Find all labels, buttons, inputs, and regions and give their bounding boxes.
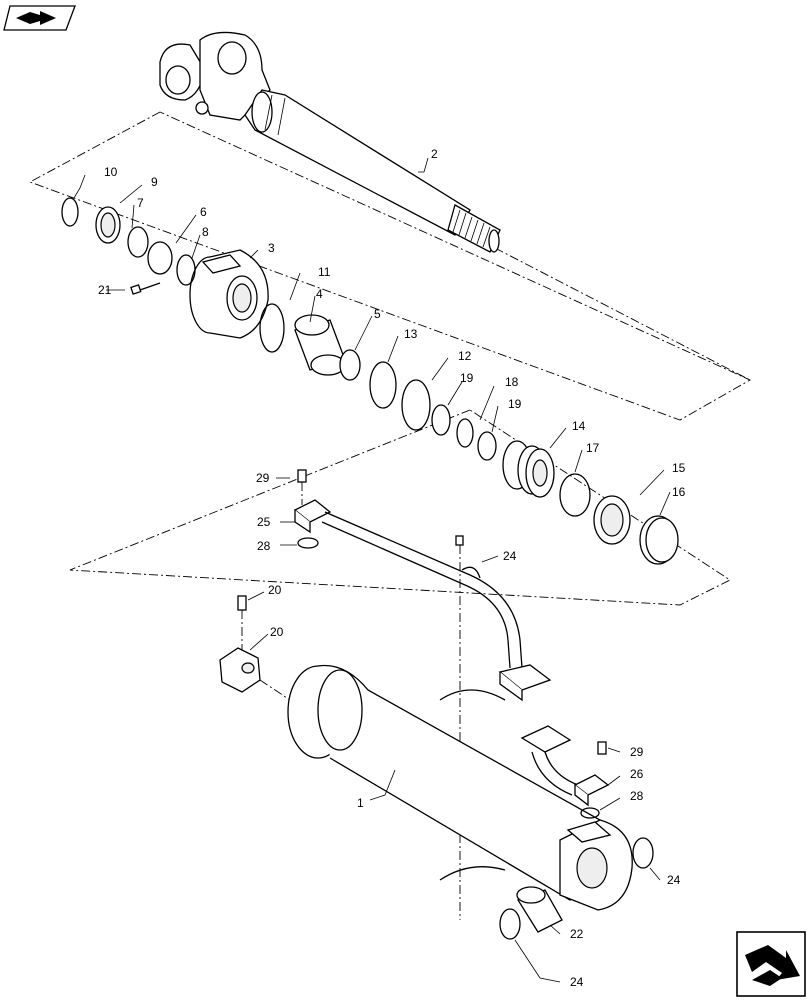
callout-17: 17 xyxy=(586,441,600,455)
callout-labels: 2 10 9 7 6 8 3 11 4 5 13 12 19 18 19 14 … xyxy=(98,147,686,989)
callout-8: 8 xyxy=(202,225,209,239)
assembly-outline-lower xyxy=(69,409,731,606)
tube-assembly xyxy=(293,469,552,920)
callout-28b: 28 xyxy=(630,789,644,803)
callout-23: 22 xyxy=(570,927,584,941)
callout-24a: 24 xyxy=(667,873,681,887)
callout-27: 26 xyxy=(630,767,644,781)
page-navigation-icon[interactable] xyxy=(3,5,76,31)
piston-rod xyxy=(159,31,501,253)
callout-11: 11 xyxy=(318,265,331,279)
callout-18: 18 xyxy=(505,375,519,389)
callout-24b: 24 xyxy=(570,975,584,989)
callout-22: 21 xyxy=(98,283,112,297)
seal-rings-upper xyxy=(61,197,497,461)
callout-4: 4 xyxy=(316,287,323,301)
next-page-arrow-icon[interactable] xyxy=(736,931,806,997)
callout-5: 5 xyxy=(374,307,381,321)
callout-29a: 29 xyxy=(256,471,270,485)
piston xyxy=(502,440,555,498)
callout-13: 13 xyxy=(404,327,418,341)
callout-6: 6 xyxy=(200,205,207,219)
fitting-20-21 xyxy=(219,595,291,701)
callout-3: 3 xyxy=(268,241,275,255)
callout-26: 25 xyxy=(257,515,271,529)
assembly-outline-upper xyxy=(28,111,751,421)
callout-12: 12 xyxy=(458,349,472,363)
callout-21: 20 xyxy=(268,583,282,597)
callout-28a: 28 xyxy=(257,539,271,553)
callout-15: 15 xyxy=(672,461,686,475)
callout-19b: 19 xyxy=(508,397,522,411)
callout-2: 2 xyxy=(431,147,438,161)
callout-16: 16 xyxy=(672,485,686,499)
leader-lines xyxy=(73,157,671,983)
bushing-23-rings-24 xyxy=(499,837,654,940)
callout-1: 1 xyxy=(357,796,364,810)
callout-19a: 19 xyxy=(460,371,474,385)
callout-29b: 29 xyxy=(630,745,644,759)
callout-10: 10 xyxy=(104,165,118,179)
tube-right-assembly xyxy=(520,725,610,819)
cylinder-barrel xyxy=(287,664,633,911)
callout-20: 20 xyxy=(270,625,284,639)
callout-7: 7 xyxy=(137,196,144,210)
callout-14: 14 xyxy=(572,419,586,433)
bushing xyxy=(294,314,346,376)
seal-rings-right xyxy=(559,473,679,565)
callout-9: 9 xyxy=(151,175,158,189)
callout-25: 24 xyxy=(503,549,517,563)
gland-housing xyxy=(189,249,269,339)
screw-22 xyxy=(130,282,161,295)
